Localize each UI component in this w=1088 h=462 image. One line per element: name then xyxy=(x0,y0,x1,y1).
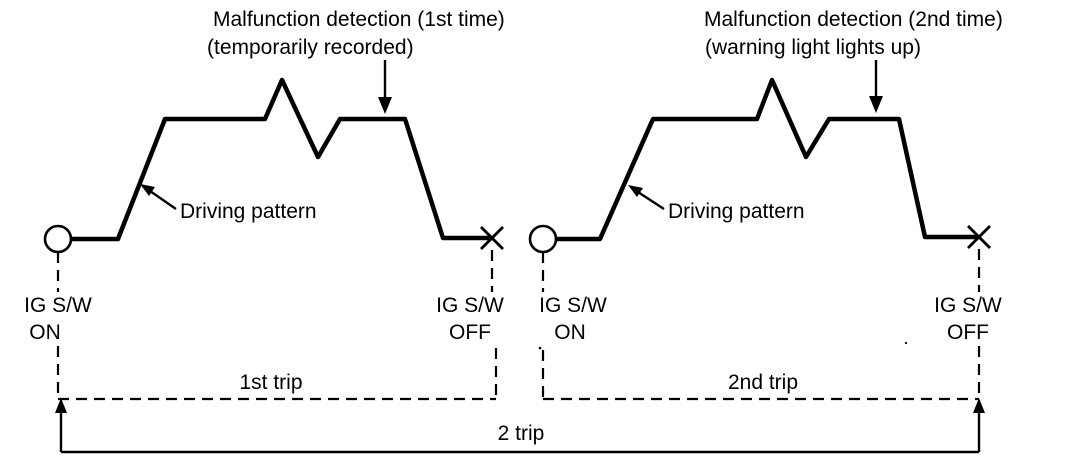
second-driving-trace xyxy=(528,77,991,254)
first-detection-annotation: Malfunction detection (1st time) (tempor… xyxy=(207,8,505,59)
svg-text:ON: ON xyxy=(554,321,586,344)
second-detection-arrow xyxy=(869,60,883,113)
first-trip-label: 1st trip xyxy=(239,371,302,394)
second-detection-annotation: Malfunction detection (2nd time) (warnin… xyxy=(704,8,1003,59)
first-detection-note: (temporarily recorded) xyxy=(207,36,414,59)
ig-on-marker-2 xyxy=(528,224,558,254)
svg-text:IG S/W: IG S/W xyxy=(436,294,504,317)
ig-off-marker-2 xyxy=(967,225,991,249)
trip-boundary-lines xyxy=(56,249,981,398)
second-detection-title: Malfunction detection (2nd time) xyxy=(704,8,1003,31)
second-detection-note: (warning light lights up) xyxy=(705,36,921,59)
driving-pattern-callout-2: Driving pattern xyxy=(628,185,805,223)
driving-pattern-label-2: Driving pattern xyxy=(668,200,805,223)
speck xyxy=(538,346,542,350)
two-trip-bracket: 2 trip xyxy=(55,398,985,454)
svg-text:IG S/W: IG S/W xyxy=(934,294,1002,317)
svg-text:IG S/W: IG S/W xyxy=(24,294,92,317)
first-detection-title: Malfunction detection (1st time) xyxy=(213,8,505,31)
driving-pattern-callout-1: Driving pattern xyxy=(140,184,317,223)
two-trip-label: 2 trip xyxy=(498,422,545,445)
driving-pattern-label-1: Driving pattern xyxy=(180,200,317,223)
svg-text:ON: ON xyxy=(29,321,61,344)
first-detection-arrow xyxy=(378,60,392,114)
ig-off-label-2: IG S/W OFF xyxy=(934,294,1002,344)
ig-off-marker-1 xyxy=(480,226,504,250)
ig-on-marker-1 xyxy=(43,224,73,254)
ig-on-label-1: IG S/W ON xyxy=(24,294,92,344)
second-trip-label: 2nd trip xyxy=(728,371,798,394)
ig-on-label-2: IG S/W ON xyxy=(539,294,607,344)
first-driving-trace xyxy=(43,77,504,254)
speck xyxy=(904,341,908,345)
ig-off-label-1: IG S/W OFF xyxy=(436,294,504,344)
svg-text:OFF: OFF xyxy=(947,321,989,344)
svg-text:OFF: OFF xyxy=(449,321,491,344)
svg-text:IG S/W: IG S/W xyxy=(539,294,607,317)
